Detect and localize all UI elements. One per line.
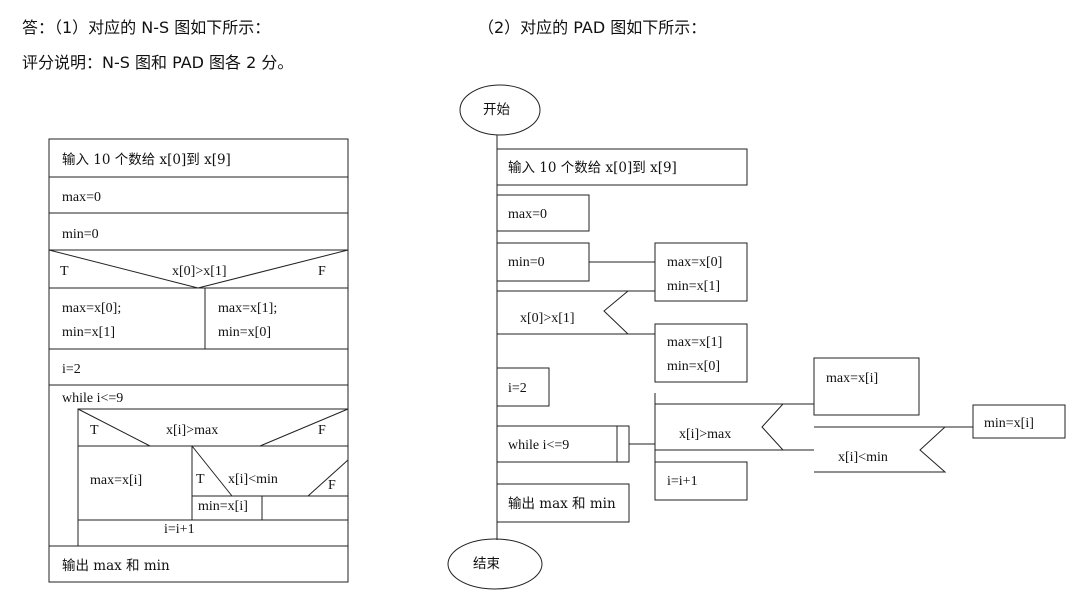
pad-max-init: max=0 xyxy=(508,207,547,222)
pad-false1-box xyxy=(654,323,748,383)
pad-cond2-symbol xyxy=(655,403,785,451)
ns-cond1-left-diagonal xyxy=(48,249,199,289)
ns-cond1-right-diagonal xyxy=(197,249,349,289)
pad-i-init-box xyxy=(496,367,550,407)
ns-i-init: i=2 xyxy=(62,362,81,377)
ns-cond2-expr: x[i]>max xyxy=(166,423,218,438)
pad-true1-box xyxy=(654,242,748,302)
pad-cond3-expr: x[i]<min xyxy=(838,450,888,465)
ns-true-max: max=x[0]; xyxy=(62,301,121,316)
pad-diagram: 开始 结束 输入 10 个数给 x[0]到 x[9] max=0 min=0 xyxy=(447,84,1066,590)
ns-min-assign: min=x[i] xyxy=(198,499,248,514)
ns-max-init: max=0 xyxy=(62,190,101,205)
ns-false-min: min=x[0] xyxy=(218,325,271,340)
ns-cond3-true-label: T xyxy=(196,472,205,487)
pad-min-assign: min=x[i] xyxy=(984,416,1034,431)
scoring-note: 评分说明：N-S 图和 PAD 图各 2 分。 xyxy=(22,53,294,72)
pad-heading: （2）对应的 PAD 图如下所示： xyxy=(478,18,707,37)
pad-max-assign: max=x[i] xyxy=(826,371,878,386)
pad-output-text: 输出 max 和 min xyxy=(508,496,616,512)
pad-cond1-symbol xyxy=(497,290,630,335)
ns-cond2-false-label: F xyxy=(318,423,326,438)
pad-true-max: max=x[0] xyxy=(667,255,722,270)
answer-heading: 答：（1）对应的 N-S 图如下所示： xyxy=(22,18,271,37)
pad-i-init: i=2 xyxy=(508,381,527,396)
pad-output-box xyxy=(496,483,630,523)
ns-while-label: while i<=9 xyxy=(62,391,123,406)
ns-diagram: 输入 10 个数给 x[0]到 x[9] max=0 min=0 T x[0]>… xyxy=(48,138,349,583)
ns-cond1-false-label: F xyxy=(318,264,326,279)
pad-start-label: 开始 xyxy=(483,102,510,118)
pad-max-assign-box xyxy=(813,357,920,416)
pad-end-node xyxy=(447,538,543,590)
pad-min-assign-box xyxy=(972,404,1066,439)
pad-min-init: min=0 xyxy=(508,255,545,270)
pad-cond1-expr: x[0]>x[1] xyxy=(520,311,575,326)
ns-increment: i=i+1 xyxy=(164,522,195,537)
ns-min-init: min=0 xyxy=(62,227,99,242)
pad-input-box xyxy=(496,148,748,186)
ns-false-max: max=x[1]; xyxy=(218,301,277,316)
ns-output-text: 输出 max 和 min xyxy=(62,558,170,574)
pad-false-max: max=x[1] xyxy=(667,335,722,350)
pad-cond2-expr: x[i]>max xyxy=(679,427,731,442)
ns-true-min: min=x[1] xyxy=(62,325,115,340)
pad-cond3-symbol xyxy=(814,426,947,473)
ns-cond2-true-label: T xyxy=(90,423,99,438)
pad-end-label: 结束 xyxy=(473,556,500,572)
pad-true-min: min=x[1] xyxy=(667,279,720,294)
ns-cond1-true-label: T xyxy=(60,264,69,279)
ns-input-text: 输入 10 个数给 x[0]到 x[9] xyxy=(62,152,231,168)
ns-max-assign: max=x[i] xyxy=(90,473,142,488)
ns-cond3-false-label: F xyxy=(328,478,336,493)
ns-cond1-expr: x[0]>x[1] xyxy=(172,264,227,279)
ns-frame xyxy=(48,138,349,583)
pad-while-label: while i<=9 xyxy=(508,438,569,453)
ns-loop-body xyxy=(77,408,349,547)
ns-cond3-expr: x[i]<min xyxy=(228,472,278,487)
pad-increment-box xyxy=(654,461,748,501)
pad-input-text: 输入 10 个数给 x[0]到 x[9] xyxy=(508,160,677,176)
pad-false-min: min=x[0] xyxy=(667,359,720,374)
pad-increment: i=i+1 xyxy=(667,474,698,489)
pad-start-node xyxy=(459,84,541,136)
pad-max-init-box xyxy=(496,194,590,232)
